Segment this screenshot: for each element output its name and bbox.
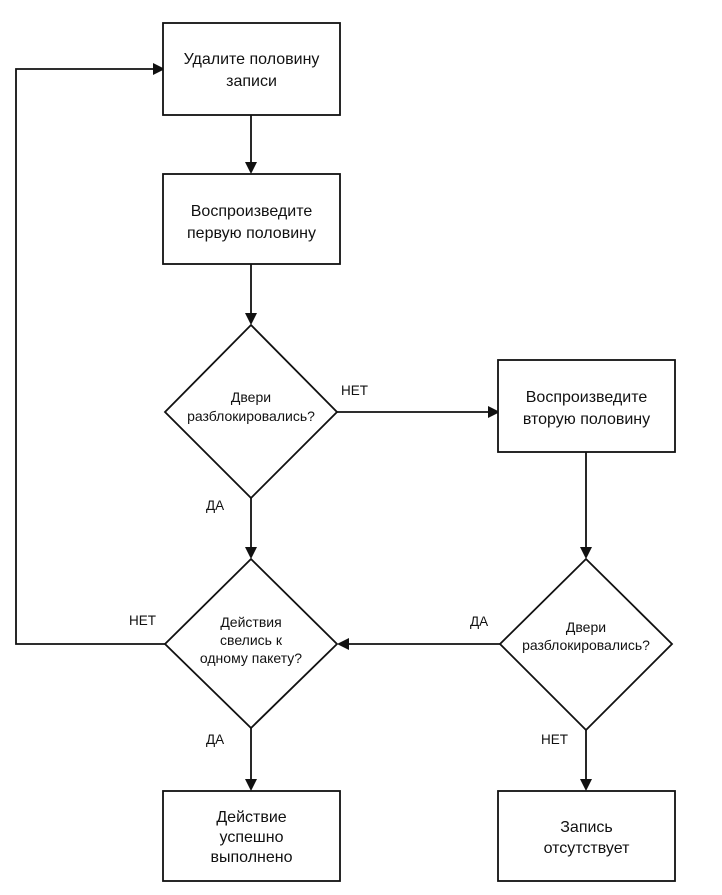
node-action-success-line-3: выполнено [210, 849, 292, 866]
decision-doors-unlocked-2-line-1: Двери [566, 619, 606, 635]
label-decision-1-yes: ДА [206, 498, 224, 513]
label-decision-2-no: НЕТ [129, 613, 156, 628]
node-record-missing: Запись отсутствует [497, 790, 676, 882]
decision-doors-unlocked-2-line-2: разблокировались? [522, 637, 650, 653]
node-record-missing-line-1: Запись [560, 819, 613, 836]
label-decision-3-no: НЕТ [541, 732, 568, 747]
node-action-success: Действие успешно выполнено [162, 790, 341, 882]
decision-reduced-line-1: Действия [220, 614, 281, 630]
edge-decision-2-no-loop [15, 63, 165, 645]
node-play-second-half-line-2: вторую половину [523, 411, 650, 428]
decision-doors-unlocked-1-line-2: разблокировались? [187, 408, 315, 424]
decision-reduced-to-one-packet: Действия свелись к одному пакету? [163, 557, 339, 730]
label-decision-3-yes: ДА [470, 614, 488, 629]
node-delete-half-line-1: Удалите половину [184, 51, 320, 68]
label-decision-1-no: НЕТ [341, 383, 368, 398]
node-play-second-half: Воспроизведите вторую половину [497, 359, 676, 453]
label-decision-2-yes: ДА [206, 732, 224, 747]
decision-doors-unlocked-2: Двери разблокировались? [498, 557, 674, 732]
node-play-second-half-line-1: Воспроизведите [526, 389, 648, 406]
node-delete-half-line-2: записи [226, 73, 277, 90]
decision-reduced-line-3: одному пакету? [200, 650, 302, 666]
node-play-first-half-line-2: первую половину [187, 225, 316, 242]
node-play-first-half-line-1: Воспроизведите [191, 203, 313, 220]
decision-doors-unlocked-1: Двери разблокировались? [163, 323, 339, 500]
node-action-success-line-2: успешно [220, 829, 284, 846]
decision-reduced-line-2: свелись к [220, 632, 283, 648]
node-action-success-line-1: Действие [216, 809, 286, 826]
node-delete-half: Удалите половину записи [162, 22, 341, 116]
decision-doors-unlocked-1-line-1: Двери [231, 389, 271, 405]
node-record-missing-line-2: отсутствует [544, 840, 631, 857]
node-play-first-half: Воспроизведите первую половину [162, 173, 341, 265]
